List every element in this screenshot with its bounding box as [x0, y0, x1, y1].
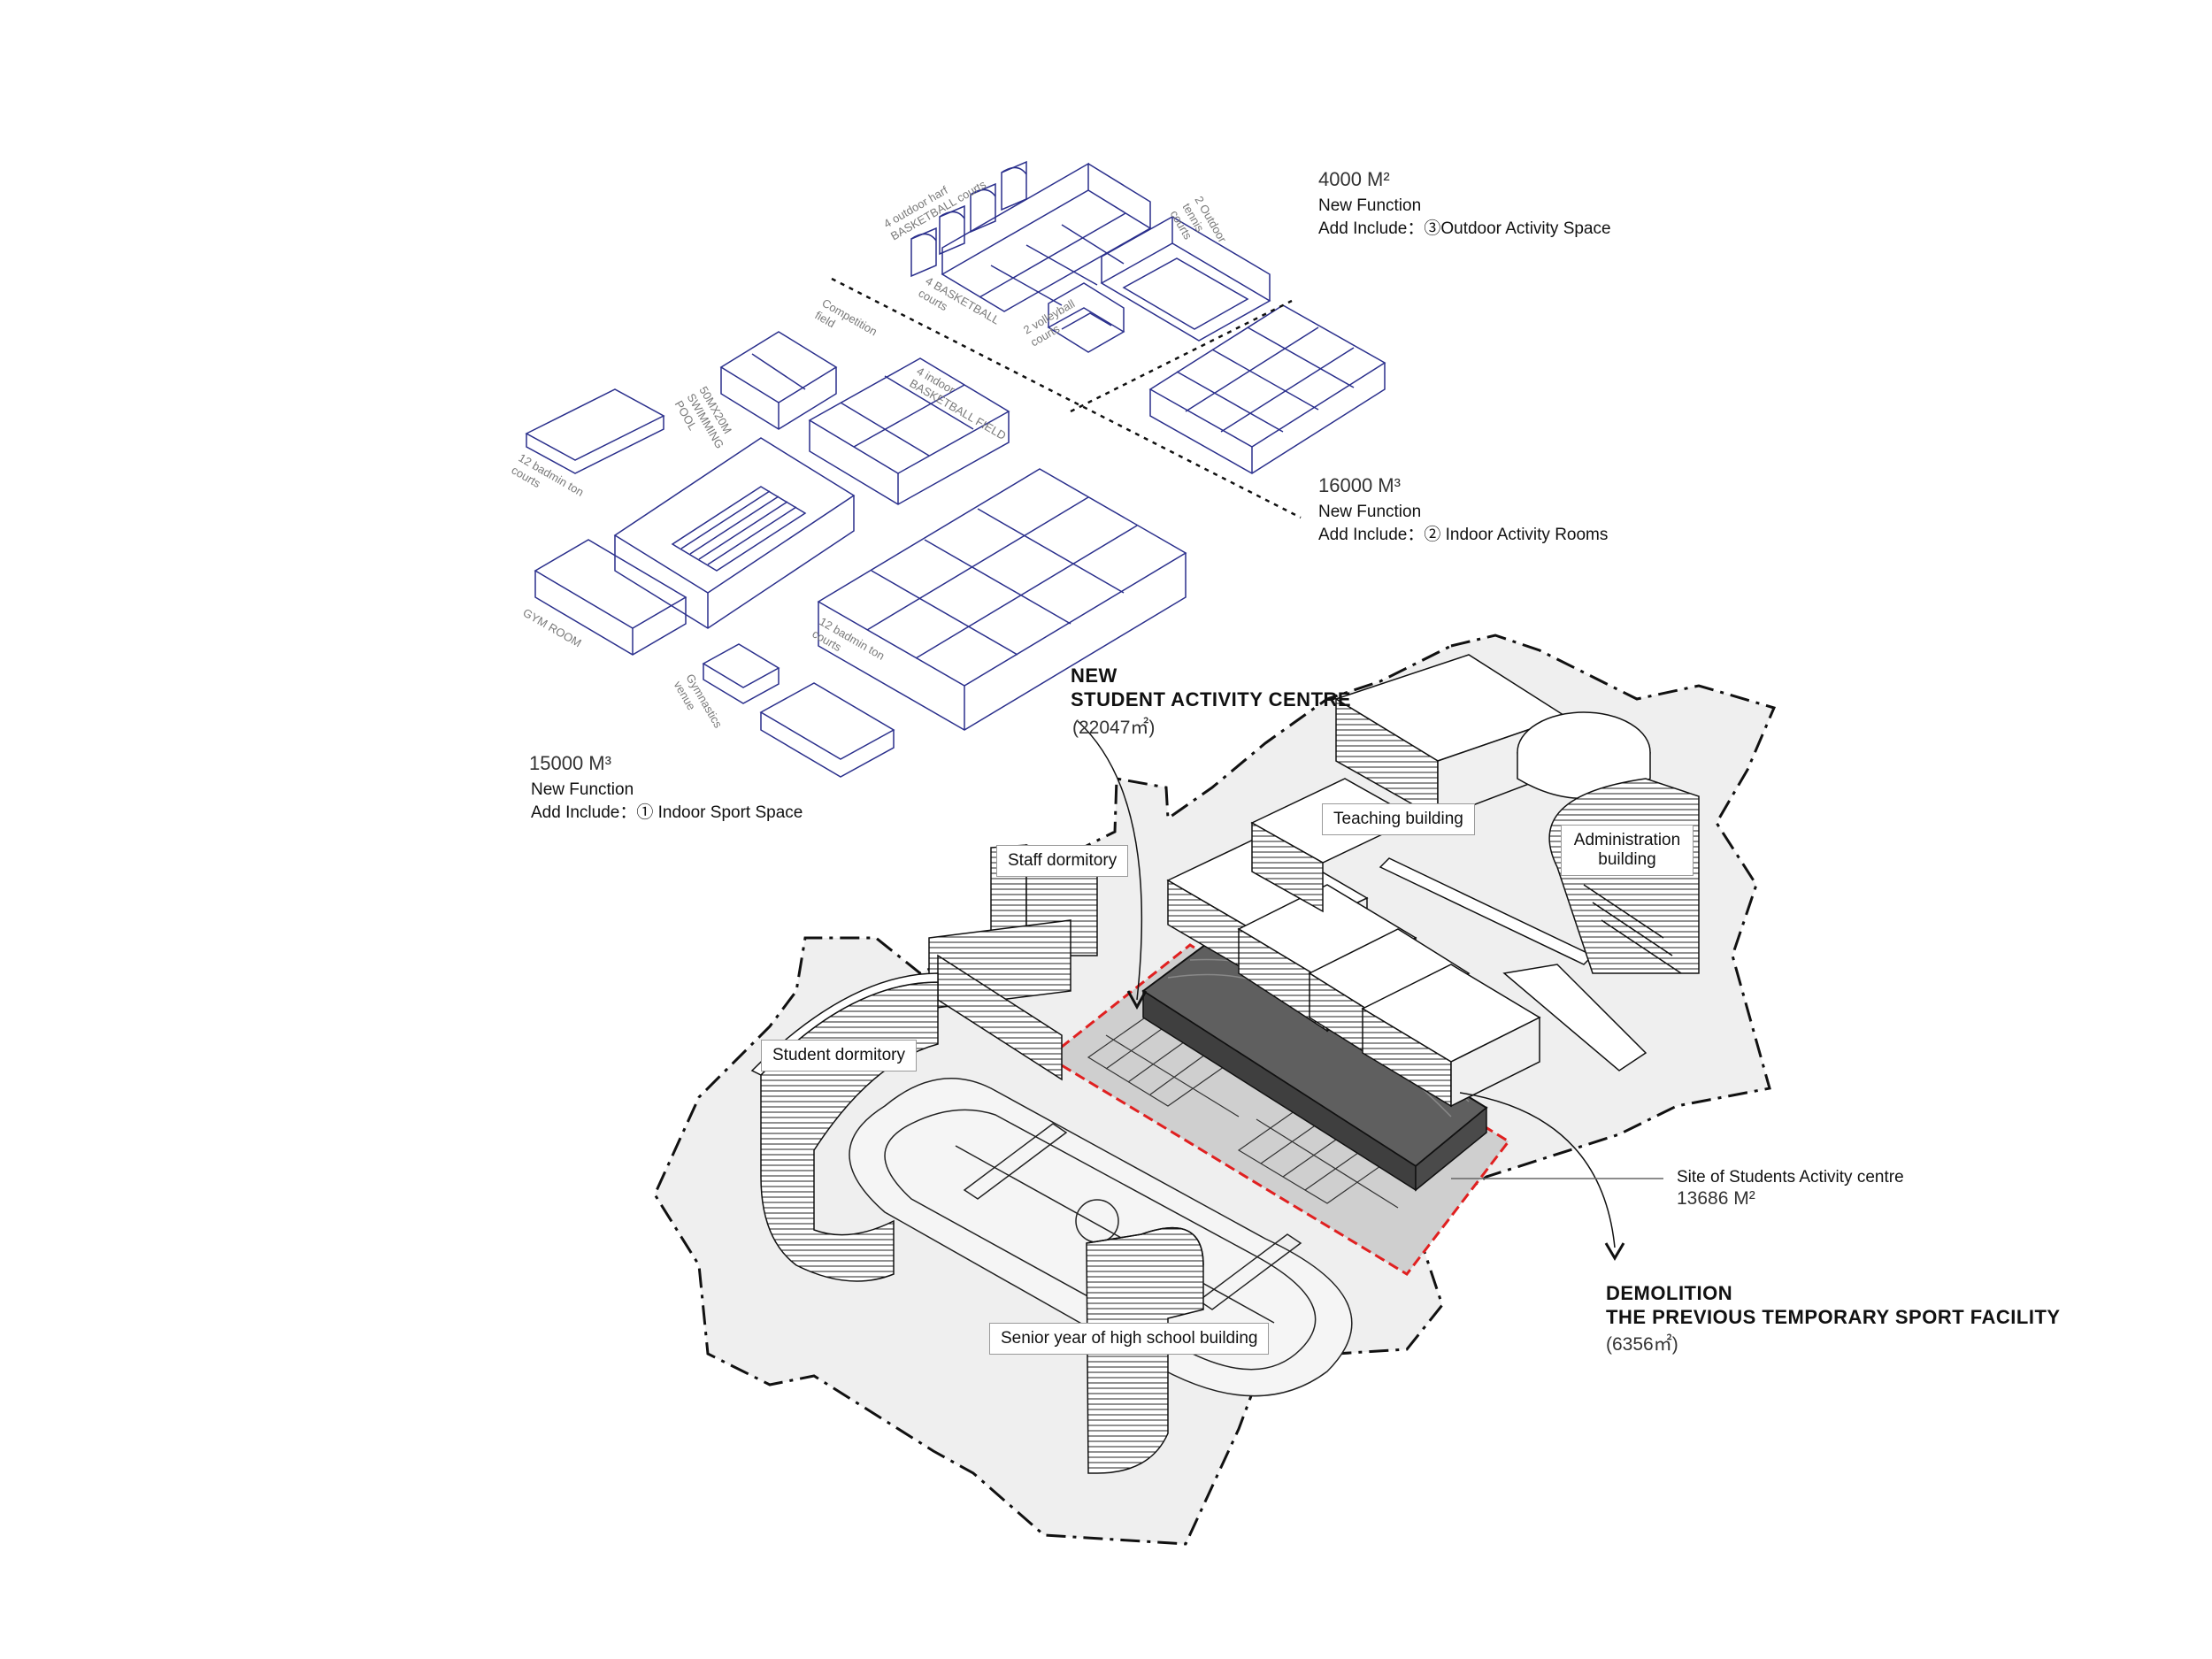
outdoor-function-title: New Function	[1318, 196, 1422, 215]
divider-line-lower	[1070, 299, 1293, 413]
label-teaching-building: Teaching building	[1322, 803, 1475, 835]
new-centre-title-2: STUDENT ACTIVITY CENTRE	[1071, 688, 1352, 710]
indoor-sport-function-detail: Add Include：① Indoor Sport Space	[531, 803, 803, 822]
label-outdoor-tennis: 2 Outdoortenniscourts	[1168, 194, 1230, 259]
leader-demolition	[1459, 1092, 1616, 1248]
sport-label-group: 4 outdoor harfBASKETBALL courts 2 Outdoo…	[510, 177, 1230, 738]
label-staff-dormitory: Staff dormitory	[996, 845, 1129, 877]
arrow-new-centre	[1126, 990, 1148, 1010]
label-indoor-basketball: 4 indoorBASKETBALL FIELD	[908, 365, 1016, 442]
indoor-rooms-function-title: New Function	[1318, 503, 1422, 521]
indoor-rooms-area-value: 16000 M³	[1318, 474, 1401, 496]
site-area: 13686 M²	[1677, 1188, 1755, 1209]
demolition-area: (6356㎡)	[1606, 1334, 1678, 1355]
label-student-dormitory: Student dormitory	[761, 1040, 917, 1071]
programme-boxes	[525, 160, 1386, 778]
leader-new-centre	[1077, 720, 1143, 1001]
arrow-demolition	[1604, 1242, 1625, 1261]
outdoor-function-detail: Add Include：③Outdoor Activity Space	[1318, 219, 1611, 238]
indoor-sport-function-title: New Function	[531, 780, 634, 799]
new-centre-area: (22047㎡)	[1072, 718, 1156, 738]
label-gym-room: GYM ROOM	[521, 606, 584, 650]
label-gymnastics: Gymnasticsvenue	[672, 672, 726, 738]
divider-line-upper	[831, 277, 1302, 519]
label-badminton-large: 12 badmin toncourts	[810, 615, 887, 675]
indoor-sport-area-value: 15000 M³	[529, 752, 611, 774]
label-volleyball: 2 volleyballcourts	[1021, 296, 1084, 349]
label-senior-year-building: Senior year of high school building	[989, 1323, 1270, 1355]
label-administration-building: Administration building	[1561, 825, 1694, 876]
site-label: Site of Students Activity centre	[1677, 1168, 1904, 1187]
new-centre-title-1: NEW	[1071, 664, 1118, 687]
label-competition-field: Competitionfield	[813, 296, 880, 351]
demolition-title-2: THE PREVIOUS TEMPORARY SPORT FACILITY	[1606, 1306, 2061, 1328]
demolition-title-1: DEMOLITION	[1606, 1282, 1733, 1304]
label-swimming-pool: 50MX20MSWIMMINGPOOL	[672, 384, 739, 458]
indoor-rooms-function-detail: Add Include：② Indoor Activity Rooms	[1318, 526, 1609, 544]
outdoor-area-value: 4000 M²	[1318, 168, 1390, 190]
